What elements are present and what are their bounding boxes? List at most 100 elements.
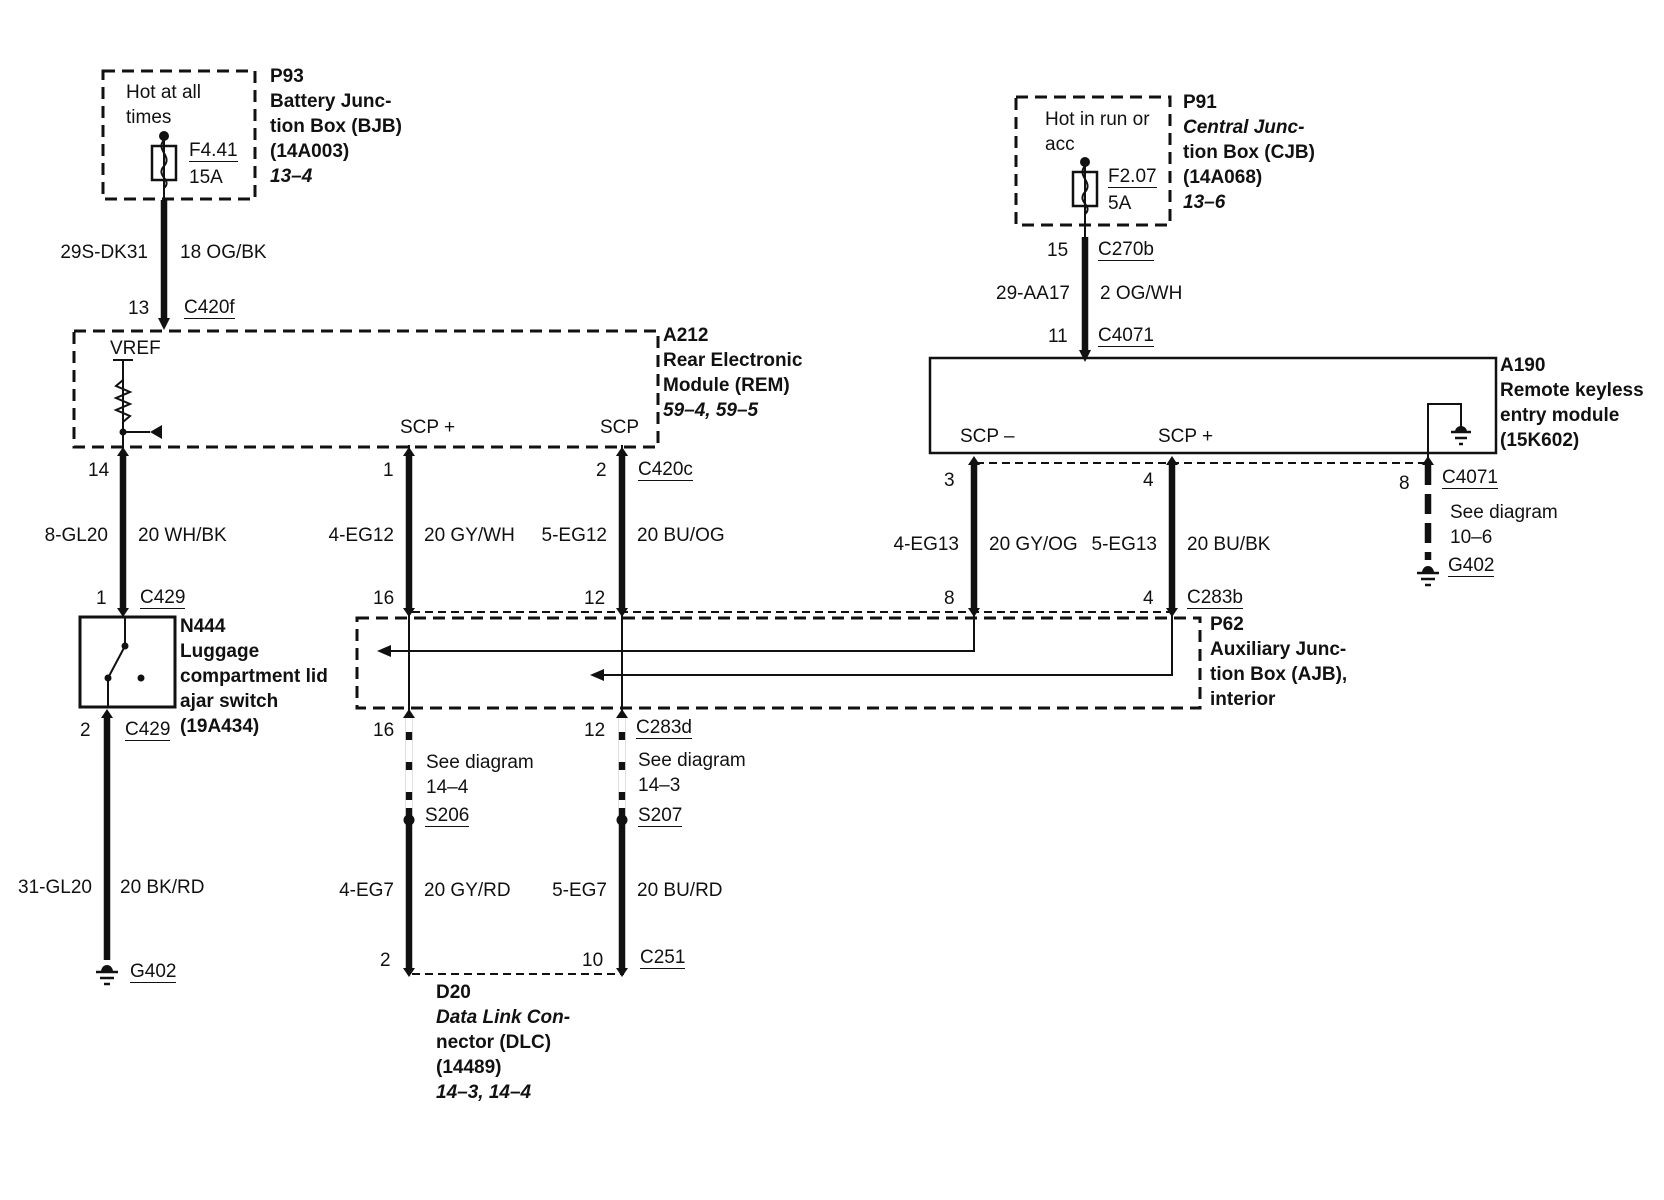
c4071-pin-arrow <box>1079 350 1091 362</box>
connector-c283d: C283d <box>636 717 692 739</box>
a212-pin14-arrow <box>117 447 129 456</box>
wire7-circuit: 5-EG13 <box>1091 534 1157 555</box>
d20-ref: D20 <box>436 982 471 1003</box>
pin-3: 3 <box>944 470 955 491</box>
d20-name-line2: nector (DLC) <box>436 1032 552 1053</box>
connector-c420f: C420f <box>184 297 235 319</box>
wire1-circuit: 29S-DK31 <box>60 242 148 263</box>
diagram-ref-14-4: 14–4 <box>426 777 469 798</box>
p62-bus-arrow-2 <box>590 669 604 681</box>
pin-1-scp: 1 <box>383 460 394 481</box>
pin-11: 11 <box>1048 326 1068 347</box>
wire3-circuit: 4-EG12 <box>328 525 394 546</box>
p93-fuse-label: F4.41 <box>189 140 238 162</box>
p91-fuse-icon <box>1071 170 1099 208</box>
c283d-pin16-arrow <box>403 709 415 718</box>
wire10-gauge: 20 BU/RD <box>637 880 723 901</box>
wire2-circuit: 8-GL20 <box>44 525 108 546</box>
n444-name-line3: ajar switch <box>180 691 279 712</box>
a212-pin1-arrow <box>403 447 415 456</box>
d20-title-block: D20 Data Link Con- nector (DLC) (14489) … <box>436 980 570 1105</box>
vref-resistor <box>113 379 133 423</box>
p91-hot-line2: acc <box>1045 134 1075 155</box>
p91-hot-line1: Hot in run or <box>1045 109 1150 130</box>
p91-fuse-element <box>1081 165 1089 215</box>
p91-part: (14A068) <box>1183 167 1263 188</box>
wire3-gauge: 20 GY/WH <box>424 525 515 546</box>
p93-fuse-element <box>160 139 168 189</box>
pin-8-p62: 8 <box>944 588 955 609</box>
a212-scp-plus-label: SCP + <box>400 417 456 438</box>
pin-14: 14 <box>88 460 110 481</box>
c251-pin10-arrow <box>616 968 628 977</box>
a190-name-line2: entry module <box>1500 405 1620 426</box>
p62-bus-scp-minus <box>383 612 975 652</box>
a190-name-line1: Remote keyless <box>1500 380 1644 401</box>
c251-pin2-arrow <box>403 968 415 977</box>
pin-16-p62: 16 <box>373 588 395 609</box>
a190-ref: A190 <box>1500 355 1546 376</box>
wire6-gauge: 20 GY/OG <box>989 534 1078 555</box>
p91-name-line1: Central Junc- <box>1183 117 1305 138</box>
connector-c420c: C420c <box>638 459 693 481</box>
p91-fuse-dot <box>1080 157 1090 167</box>
n444-part: (19A434) <box>180 716 260 737</box>
a190-pin8-arrow <box>1422 456 1434 465</box>
ground-dot-left <box>101 965 113 972</box>
splice-s207: S207 <box>638 805 683 827</box>
pin-15: 15 <box>1047 240 1069 261</box>
p62-name-line2: tion Box (AJB), <box>1210 664 1348 685</box>
p93-part: (14A003) <box>270 141 350 162</box>
splice-s206: S206 <box>425 805 470 827</box>
wire4-circuit: 5-EG12 <box>541 525 607 546</box>
see-diagram-14-3: See diagram 14–3 <box>638 748 746 798</box>
p93-hot-line1: Hot at all <box>126 82 201 103</box>
p91-hot-label: Hot in run or acc <box>1045 107 1150 157</box>
pin-4-a190: 4 <box>1143 470 1154 491</box>
diagram-ref-14-3: 14–3 <box>638 775 681 796</box>
pin-10-c251: 10 <box>582 950 604 971</box>
connector-c429-top: C429 <box>140 587 186 609</box>
p62-pin12-arrow <box>616 608 628 617</box>
vref-arrow <box>150 425 162 439</box>
pin-2-scp: 2 <box>596 460 607 481</box>
wire9-circuit: 4-EG7 <box>339 880 394 901</box>
pin-4-p62: 4 <box>1143 588 1154 609</box>
p93-hot-label: Hot at all times <box>126 80 201 130</box>
see-diagram-10-6-text: See diagram <box>1450 502 1558 523</box>
n444-title-block: N444 Luggage compartment lid ajar switch… <box>180 614 328 739</box>
d20-page: 14–3, 14–4 <box>436 1082 532 1103</box>
pin-2-c429: 2 <box>80 720 91 741</box>
p91-page: 13–6 <box>1183 192 1226 213</box>
pin-1-c429: 1 <box>96 588 107 609</box>
a212-name-line2: Module (REM) <box>663 375 790 396</box>
c420f-pin-arrow <box>158 318 170 330</box>
ground-icon-g402-left <box>96 970 118 986</box>
p91-title-block: P91 Central Junc- tion Box (CJB) (14A068… <box>1183 90 1315 215</box>
ground-icon-g402-right <box>1417 571 1439 587</box>
p62-ref: P62 <box>1210 614 1244 635</box>
n444-ref: N444 <box>180 616 226 637</box>
p93-name-line2: tion Box (BJB) <box>270 116 402 137</box>
p62-box <box>355 616 1202 710</box>
n444-switch-box <box>78 615 177 709</box>
a212-scp-minus-label: SCP – <box>600 417 642 438</box>
a190-pin4-arrow <box>1166 456 1178 465</box>
wire5-circuit: 29-AA17 <box>996 283 1070 304</box>
s207-splice-dot <box>616 814 628 826</box>
pin-12-c283d: 12 <box>584 720 606 741</box>
see-diagram-14-4-text: See diagram <box>426 752 534 773</box>
ground-label-g402-right: G402 <box>1448 555 1495 577</box>
connector-c4071-top: C4071 <box>1098 325 1154 347</box>
n444-contact-right <box>137 674 145 682</box>
p91-name-line2: tion Box (CJB) <box>1183 142 1315 163</box>
n444-contact-bottom <box>104 674 112 682</box>
a212-page: 59–4, 59–5 <box>663 400 759 421</box>
a190-scp-plus-label: SCP + <box>1158 426 1214 447</box>
diagram-ref-10-6: 10–6 <box>1450 527 1493 548</box>
pin-13: 13 <box>128 298 150 319</box>
ground-label-g402-left: G402 <box>130 961 177 983</box>
see-diagram-14-4: See diagram 14–4 <box>426 750 534 800</box>
s206-splice-dot <box>403 814 415 826</box>
